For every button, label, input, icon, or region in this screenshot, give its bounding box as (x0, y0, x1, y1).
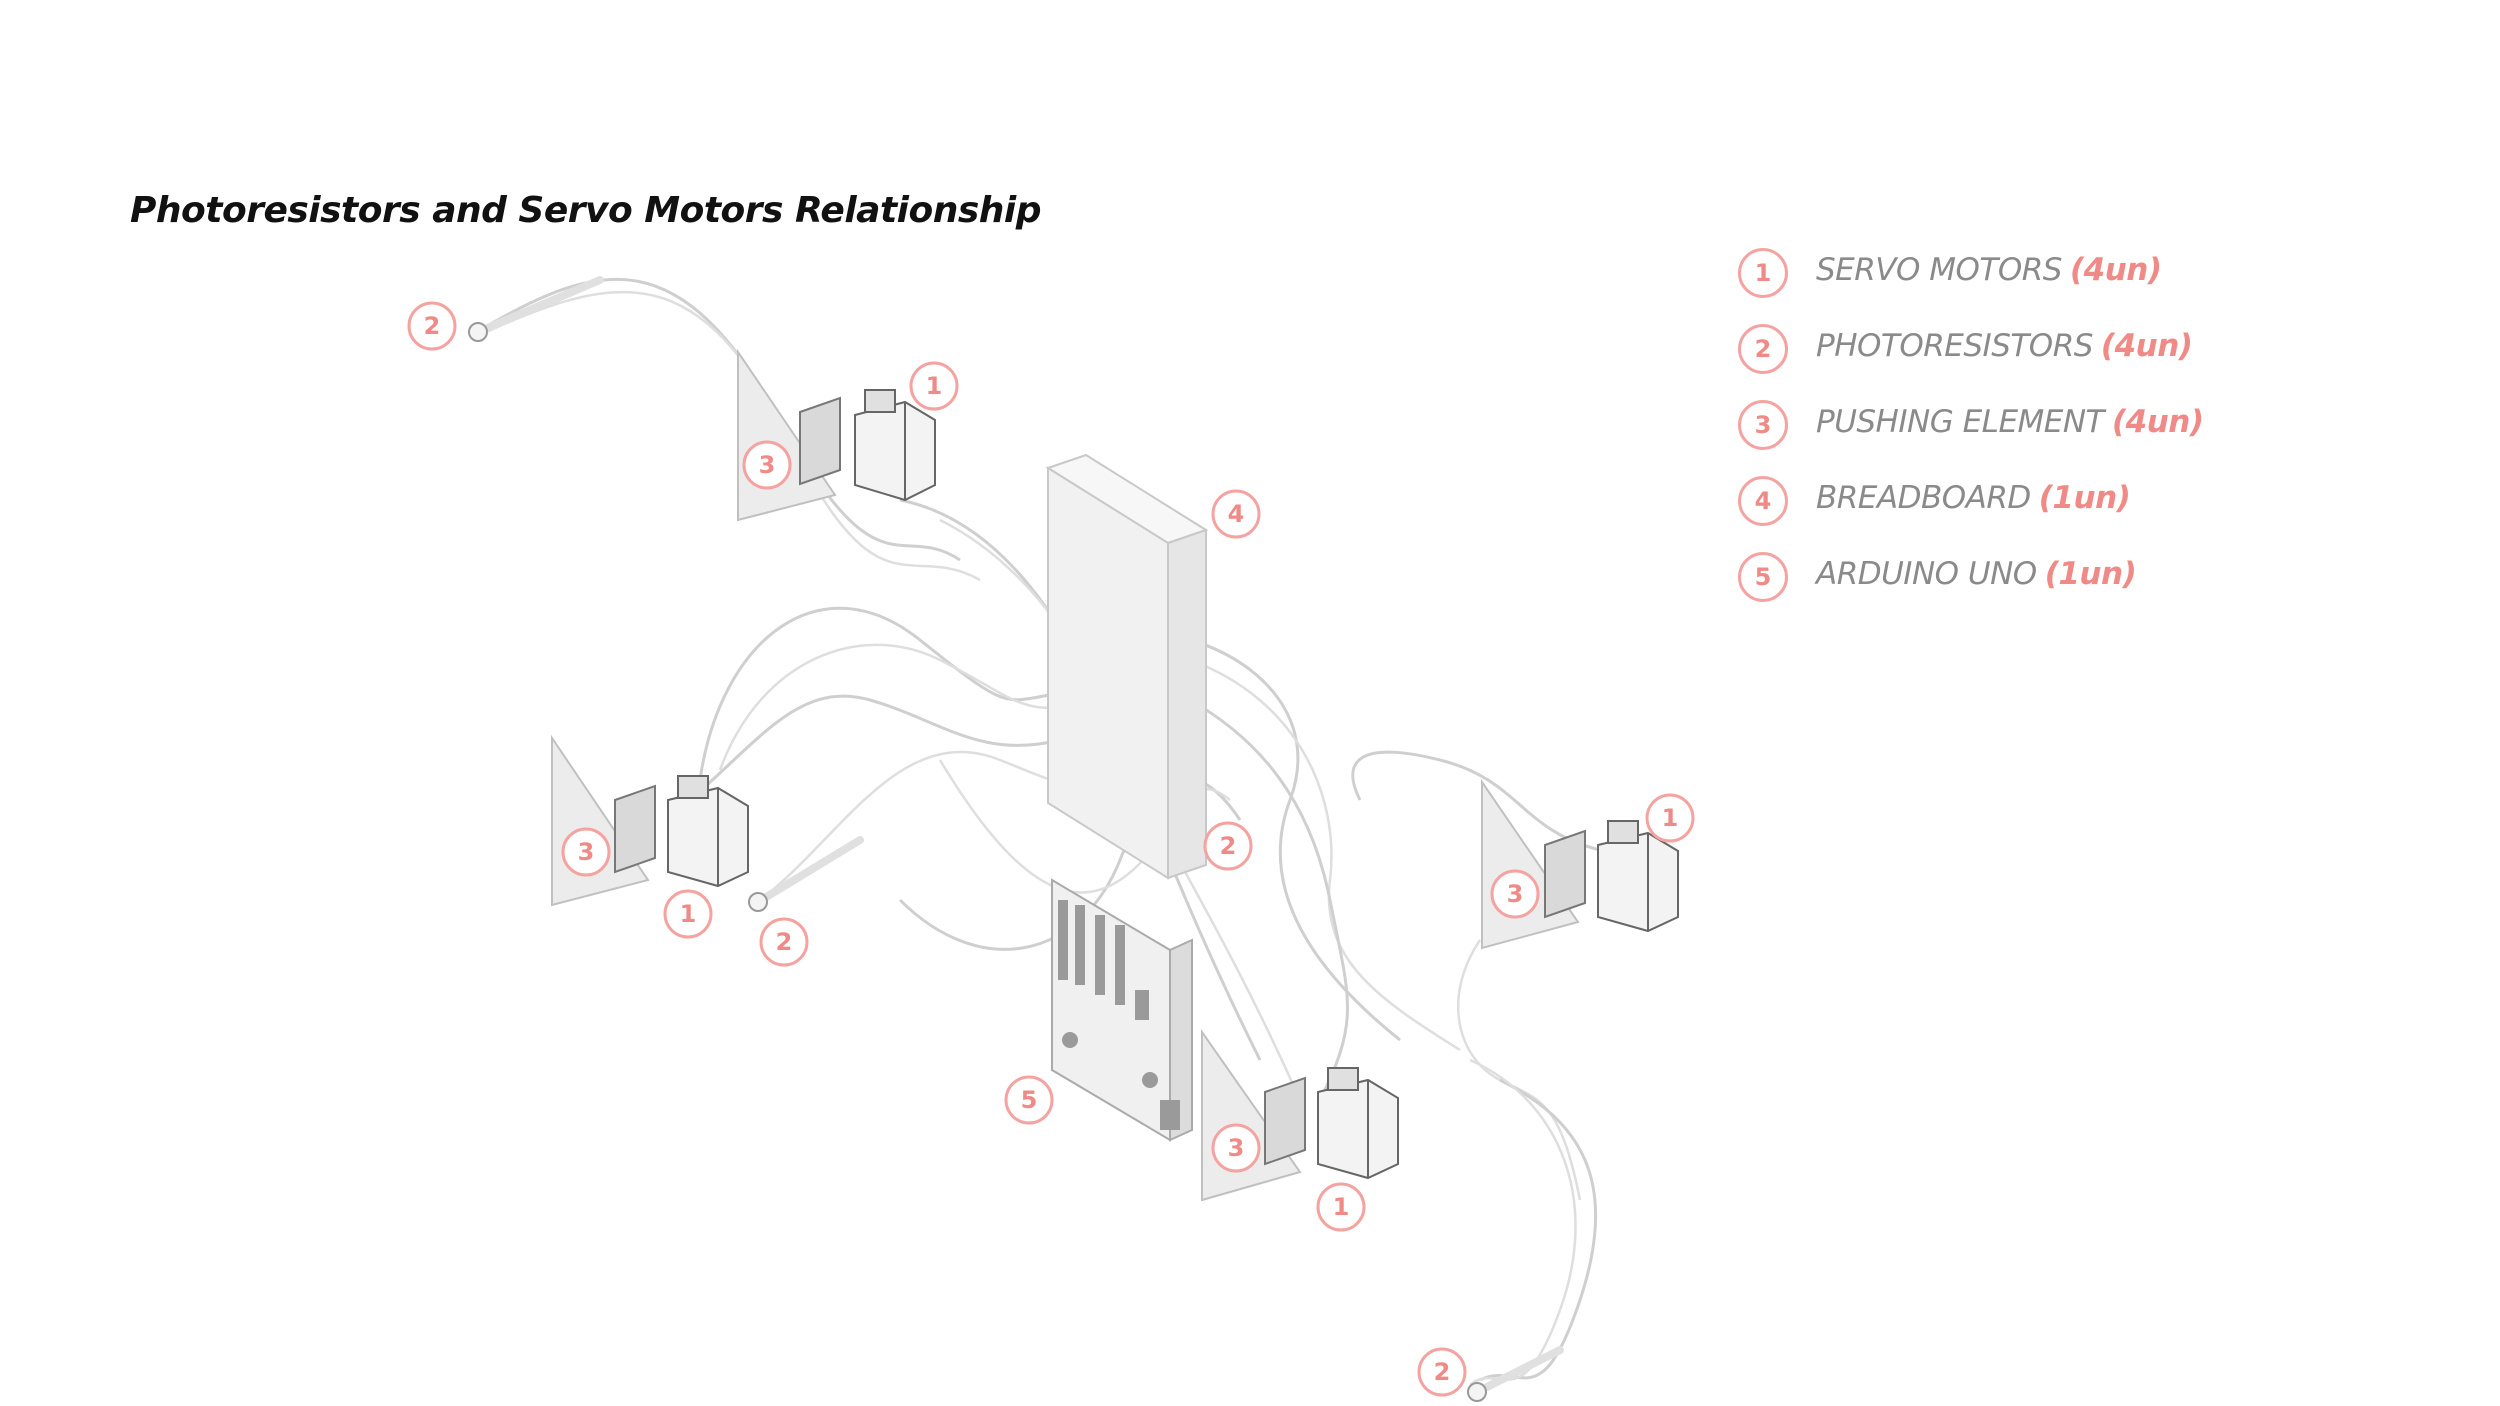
callout-photoresistor-bottom: 2 (1417, 1347, 1467, 1397)
callout-photoresistor-left: 2 (759, 917, 809, 967)
callout-breadboard: 4 (1211, 489, 1261, 539)
callout-label: 5 (1021, 1086, 1038, 1114)
legend-quantity: (4un) (2069, 252, 2162, 288)
legend-label-wrap: SERVO MOTORS(4un) (1816, 252, 2162, 288)
photoresistor-left (748, 836, 864, 912)
callout-label: 2 (1434, 1358, 1451, 1386)
callout-pushing-top: 3 (742, 440, 792, 490)
legend-number: 2 (1738, 324, 1788, 374)
callout-label: 3 (578, 838, 595, 866)
arduino-board (1051, 878, 1193, 1142)
legend-label-wrap: PUSHING ELEMENT(4un) (1816, 404, 2204, 440)
callout-photoresistor-top-left: 2 (407, 301, 457, 351)
callout-servo-bottom: 1 (1316, 1182, 1366, 1232)
servo-motor-top (799, 389, 936, 502)
callout-label: 2 (1220, 832, 1237, 860)
callout-label: 3 (1228, 1134, 1245, 1162)
legend-label-wrap: PHOTORESISTORS(4un) (1816, 328, 2193, 364)
servo-motor-left (614, 775, 749, 888)
callout-label: 1 (680, 900, 697, 928)
diagram-title: Photoresistors and Servo Motors Relation… (130, 190, 1042, 231)
breadboard (1045, 453, 1209, 880)
callout-label: 2 (776, 928, 793, 956)
photoresistor-bottom (1467, 1346, 1564, 1402)
callout-label: 1 (926, 372, 943, 400)
legend-quantity: (4un) (2100, 328, 2193, 364)
photoresistor-top-left (468, 276, 604, 342)
callout-pushing-bottom: 3 (1211, 1123, 1261, 1173)
callout-label: 3 (759, 451, 776, 479)
servo-motor-bottom (1264, 1067, 1399, 1180)
legend-quantity: (1un) (2038, 480, 2131, 516)
legend-number: 1 (1738, 248, 1788, 298)
legend-label: BREADBOARD (1816, 480, 2031, 516)
callout-label: 1 (1662, 804, 1679, 832)
callout-servo-top: 1 (909, 361, 959, 411)
callout-label: 2 (424, 312, 441, 340)
callout-photoresistor-center: 2 (1203, 821, 1253, 871)
callout-pushing-right: 3 (1490, 869, 1540, 919)
legend-label: PUSHING ELEMENT (1816, 404, 2104, 440)
legend-label-wrap: ARDUINO UNO(1un) (1816, 556, 2137, 592)
legend-quantity: (4un) (2111, 404, 2204, 440)
legend-label: SERVO MOTORS (1816, 252, 2062, 288)
callout-pushing-left: 3 (561, 827, 611, 877)
callout-label: 4 (1228, 500, 1245, 528)
legend-label: PHOTORESISTORS (1816, 328, 2093, 364)
callout-label: 1 (1333, 1193, 1350, 1221)
legend-quantity: (1un) (2044, 556, 2137, 592)
legend-label: ARDUINO UNO (1816, 556, 2037, 592)
callout-arduino: 5 (1004, 1075, 1054, 1125)
legend-label-wrap: BREADBOARD(1un) (1816, 480, 2131, 516)
servo-motor-right (1544, 820, 1679, 933)
legend-number: 5 (1738, 552, 1788, 602)
callout-servo-right: 1 (1645, 793, 1695, 843)
legend-number: 3 (1738, 400, 1788, 450)
callout-label: 3 (1507, 880, 1524, 908)
callout-servo-left: 1 (663, 889, 713, 939)
legend-number: 4 (1738, 476, 1788, 526)
